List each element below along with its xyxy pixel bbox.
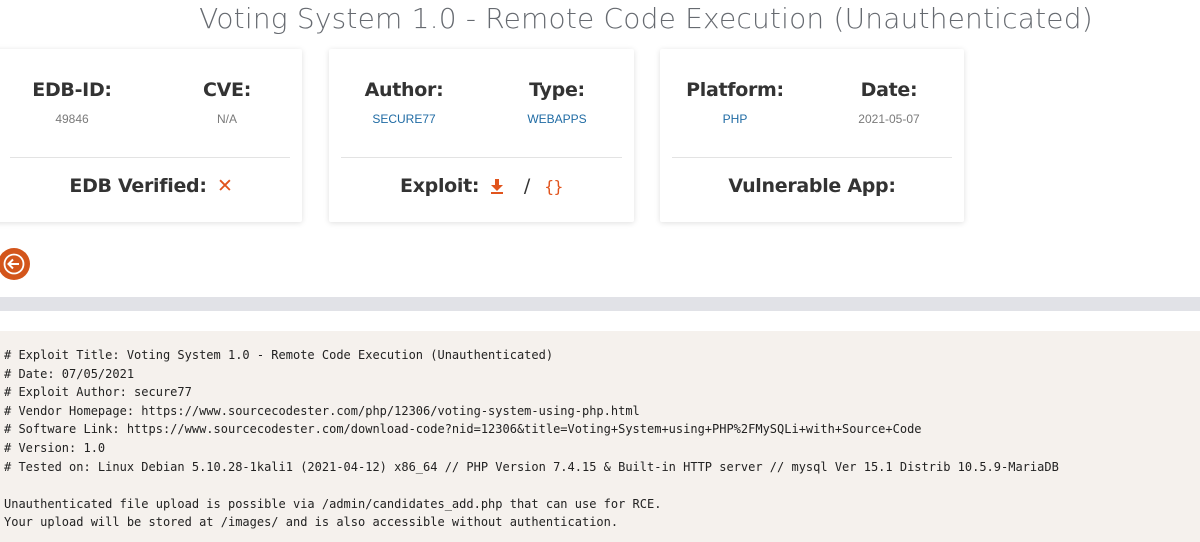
page-title: Voting System 1.0 - Remote Code Executio… <box>199 2 1093 35</box>
code-line: # Vendor Homepage: https://www.sourcecod… <box>4 403 640 418</box>
vulnerable-app-field: Vulnerable App: <box>660 175 964 197</box>
cve-field: CVE: N/A <box>152 79 302 126</box>
date-value: 2021-05-07 <box>858 112 920 126</box>
exploit-field: Exploit: / {} <box>329 175 634 199</box>
code-line: # Date: 07/05/2021 <box>4 366 135 381</box>
edb-verified-field: EDB Verified: ✕ <box>0 175 302 197</box>
x-mark-icon: ✕ <box>216 175 233 197</box>
download-icon[interactable] <box>490 177 504 199</box>
code-line: # Version: 1.0 <box>4 440 106 455</box>
exploit-code: # Exploit Title: Voting System 1.0 - Rem… <box>4 346 1059 532</box>
arrow-left-icon <box>3 253 25 275</box>
type-link[interactable]: WEBAPPS <box>527 112 587 126</box>
cve-label: CVE: <box>202 79 252 101</box>
exploit-label: Exploit: <box>400 175 480 197</box>
edb-id-value: 49846 <box>55 112 89 126</box>
code-line: # Exploit Title: Voting System 1.0 - Rem… <box>4 348 554 362</box>
exploit-separator: / <box>523 175 530 197</box>
code-braces-icon[interactable]: {} <box>544 177 563 196</box>
platform-field: Platform: PHP <box>660 79 810 126</box>
info-card-author: Author: SECURE77 Type: WEBAPPS Exploit: … <box>329 49 634 222</box>
cve-value: N/A <box>216 112 237 126</box>
author-link[interactable]: SECURE77 <box>372 112 436 126</box>
edb-id-label: EDB-ID: <box>32 79 112 101</box>
edb-verified-label: EDB Verified: <box>69 175 207 197</box>
card-divider <box>10 157 290 158</box>
author-field: Author: SECURE77 <box>329 79 479 126</box>
card-divider <box>672 157 952 158</box>
platform-label: Platform: <box>686 79 784 101</box>
platform-link[interactable]: PHP <box>722 112 748 126</box>
type-label: Type: <box>529 79 585 101</box>
card-divider <box>341 157 622 158</box>
info-card-platform: Platform: PHP Date: 2021-05-07 Vulnerabl… <box>660 49 964 222</box>
info-card-ids: EDB-ID: 49846 CVE: N/A EDB Verified: ✕ <box>0 49 302 222</box>
section-separator <box>0 297 1200 311</box>
code-line: # Software Link: https://www.sourcecodes… <box>4 422 922 437</box>
code-line: Unauthenticated file upload is possible … <box>4 496 662 511</box>
date-label: Date: <box>860 79 918 101</box>
code-line: # Exploit Author: secure77 <box>4 385 192 400</box>
edb-id-field: EDB-ID: 49846 <box>0 79 147 126</box>
back-button[interactable] <box>0 248 30 280</box>
code-block: # Exploit Title: Voting System 1.0 - Rem… <box>0 331 1200 542</box>
code-line: Your upload will be stored at /images/ a… <box>4 515 619 530</box>
date-field: Date: 2021-05-07 <box>814 79 964 126</box>
author-label: Author: <box>364 79 444 101</box>
type-field: Type: WEBAPPS <box>482 79 632 126</box>
vulnerable-app-label: Vulnerable App: <box>728 175 896 197</box>
code-line: # Tested on: Linux Debian 5.10.28-1kali1… <box>4 459 1059 474</box>
